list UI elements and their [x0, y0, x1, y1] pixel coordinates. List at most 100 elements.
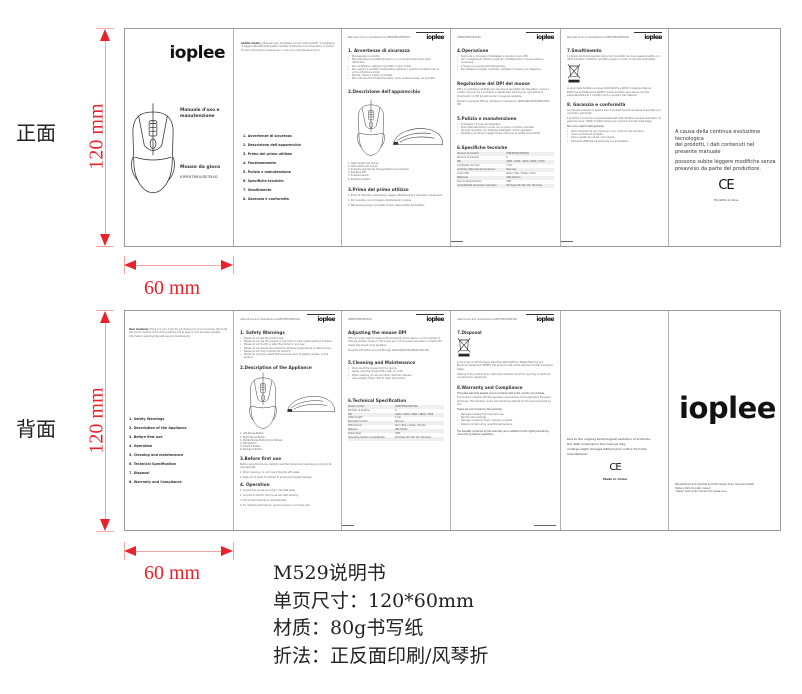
- spec-label: DPI: [457, 160, 507, 165]
- list-item: Disconnect the mouse from the device.: [348, 367, 444, 370]
- list-item: Normal wear and tear.: [457, 416, 554, 419]
- paragraph: 4. For optimal performance, use the mous…: [240, 503, 311, 507]
- section-heading: 6.Specifiche tecniche: [457, 145, 508, 151]
- section-heading: 5.Pulizia e manutenzione: [457, 115, 517, 121]
- part-label: 5. Forward Button: [240, 445, 261, 449]
- panel-contents-it: Gentile cliente, grazie per aver acquist…: [234, 29, 342, 246]
- brand-logo: ioplee: [679, 391, 776, 425]
- paragraph: DPI is an index used to measure the sens…: [348, 337, 442, 347]
- part-label: 5. Pulsante Avanti: [348, 174, 369, 178]
- spec-line: 折法：正反面印刷/风琴折: [273, 644, 489, 667]
- toc-item: 4. Funzionamento: [243, 161, 277, 165]
- paragraph: These are not covered by the warranty:: [457, 408, 503, 412]
- running-header: IOPEXTMOUSE354G: [348, 318, 372, 321]
- part-label: 2. Right Mouse Button: [240, 435, 266, 439]
- list-item: Please do not get the product wet.: [240, 337, 335, 340]
- back-sheet: Dear Customer, thank you very much for p…: [124, 310, 781, 531]
- paragraph: DPI è un indicatore utilizzato per misur…: [457, 88, 550, 98]
- toc-item: 6. Specifiche tecniche: [243, 179, 284, 183]
- brand-logo: ioplee: [536, 316, 554, 323]
- notice-line: preavviso da parte del produttore.: [675, 165, 761, 172]
- list-item: Danni causati da cadute, urti o liquidi.: [567, 136, 662, 139]
- running-header: Instructions and maintenance IOPEXTMOUSE…: [457, 318, 518, 321]
- spec-value: 1600 / 2400 / 3200 / 4800 / 7200: [506, 160, 554, 165]
- spec-label: Operating System Compatibility: [348, 437, 396, 441]
- model-number: IOPEXTMOUSE354G: [180, 174, 218, 179]
- list-item: Danni derivanti da uso improprio o non c…: [567, 130, 662, 133]
- paragraph: 3. Mantenere sempre il prodotto lontano …: [348, 203, 425, 207]
- fold-mark: [451, 241, 463, 242]
- section-heading: 2.Descrizione dell'apparecchio: [348, 88, 421, 94]
- list-item: Repairs carried out by unauthorised pers…: [457, 423, 554, 426]
- list-item: When cleaning, do not use harsh chemical…: [348, 374, 444, 377]
- section-heading: Regolazione del DPI del mouse: [457, 81, 530, 87]
- list-item: Non esporre il prodotto a temperature es…: [348, 68, 444, 74]
- section-heading: Adjusting the mouse DPI: [348, 330, 407, 335]
- list-item: Interventi effettuati da personale non a…: [567, 140, 662, 143]
- toc-item: 1. Avvertenze di sicurezza: [243, 134, 292, 138]
- part-label: 4. DPI Selector: [240, 442, 257, 446]
- spec-label: DPI: [348, 413, 396, 417]
- list-item: Damage resulting from improper use.: [457, 413, 554, 416]
- panel-page-dpi-en: IOPEXTMOUSE354G ioplee Adjusting the mous…: [342, 311, 451, 530]
- spec-row: Colori LED Rosso / Blu / Verde / Viola: [457, 172, 554, 176]
- list-item: Please do not use the product in hot roo…: [240, 340, 335, 343]
- spec-value: Rosso / Blu / Verde / Viola: [506, 171, 536, 175]
- spec-value: ABS Plastica: [506, 176, 554, 181]
- paragraph: Premere il pulsante DPI per cambiare la …: [457, 99, 550, 107]
- notice-line: Due to the ongoing technological evoluti…: [567, 437, 651, 441]
- spec-label: Colori LED: [457, 171, 469, 175]
- made-in-label: Made in China: [603, 477, 627, 481]
- notice-line: possono subire leggere modifiche senza: [675, 159, 776, 165]
- spec-line: 单页尺寸：120*60mm: [273, 589, 474, 612]
- panel-back-cover: ioplee Manufactured and imported by Hurt…: [669, 311, 782, 530]
- height-label: 120 mm: [85, 387, 108, 454]
- section-heading: 7.Disposal: [457, 330, 482, 335]
- appliance-diagram: [348, 96, 444, 162]
- front-sheet: ioplee Manuale d'uso e manutenzione Mous…: [124, 28, 781, 247]
- paragraph: Press the DPI button to cycle through 16…: [348, 348, 430, 352]
- section-heading: 3.Prima del primo utilizzo: [348, 186, 409, 192]
- spec-value: 1.5m: [506, 163, 513, 167]
- spec-value: 6: [395, 408, 397, 412]
- ce-mark: CE: [609, 462, 621, 473]
- brand-logo: ioplee: [426, 316, 444, 323]
- weee-bin-icon: [567, 64, 581, 83]
- toc-item: 5. Cleaning and maintenance: [129, 453, 184, 457]
- weee-bin-icon: [457, 337, 471, 357]
- section-heading: 7.Smaltimento: [567, 48, 602, 53]
- list-item: Il mouse si accende automaticamente.: [457, 65, 554, 68]
- list-item: Non bagnare il prodotto.: [348, 55, 444, 58]
- notice-block: A causa della continua evoluzione tecnol…: [675, 129, 777, 202]
- width-label: 60 mm: [144, 562, 201, 584]
- spec-label: Model number: [348, 405, 396, 409]
- list-item: Please do not modify or alter the produc…: [240, 343, 335, 346]
- intro-text: grazie per aver acquistato uno dei nostr…: [241, 42, 335, 52]
- paragraph: Ai sensi della Direttiva europea 2012/19…: [567, 87, 652, 98]
- toc-item: 3. Prima del primo utilizzo: [243, 152, 292, 156]
- panel-page-safety-it: Manuale d'uso e manutenzione IOPEXTMOUSE…: [342, 29, 451, 246]
- paragraph: 1. Prima di utilizzare il dispositivo, l…: [348, 193, 443, 197]
- appliance-diagram: [240, 372, 335, 432]
- spec-line: 材质：80g书写纸: [273, 617, 424, 639]
- spec-value: 1.5m: [395, 416, 401, 420]
- spec-value: 6: [506, 155, 508, 159]
- spec-value: 1600 / 2400 / 3200 / 4800 / 7200: [395, 413, 444, 417]
- manual-title: Manuale d'uso e manutenzione: [180, 108, 220, 119]
- paragraph: Il prodotto è conforme ai requisiti esse…: [567, 116, 661, 124]
- part-label: 2. Tasto destro del mouse: [348, 164, 378, 168]
- spec-label: Backlight Control: [348, 421, 396, 425]
- paragraph: 2. Connect to the PC; the mouse will sta…: [240, 494, 299, 498]
- mouse-illustration: [131, 103, 175, 194]
- spec-label: Tipo di alimentazione: [457, 179, 482, 183]
